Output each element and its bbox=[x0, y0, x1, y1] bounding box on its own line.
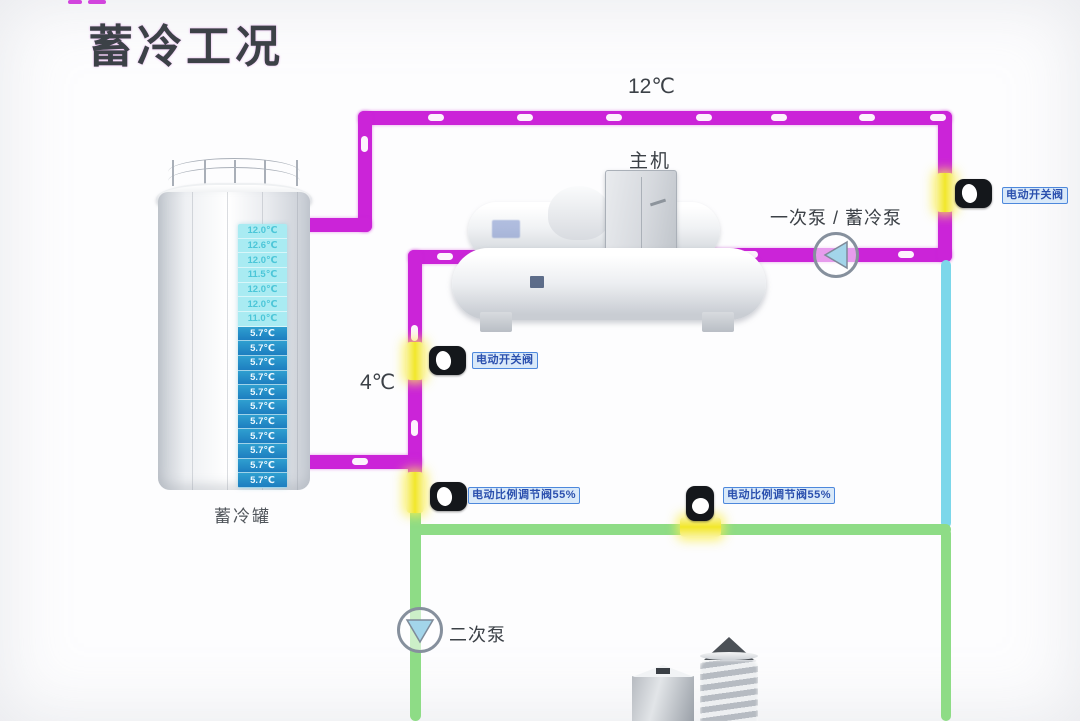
cropped-text-mark bbox=[88, 0, 106, 4]
flow-arrow bbox=[771, 114, 787, 121]
pipe-supply-top bbox=[358, 111, 952, 125]
pipe-tank-top-inlet bbox=[303, 218, 372, 232]
tank-temp-reading: 5.7℃ bbox=[238, 444, 287, 459]
toggle-right-switch-valve[interactable] bbox=[955, 179, 992, 208]
tank-temp-reading: 11.5℃ bbox=[238, 268, 287, 283]
tank-label: 蓄冷罐 bbox=[214, 507, 271, 526]
return-temp-label: 4℃ bbox=[360, 371, 396, 394]
toggle-return-regulating-valve[interactable] bbox=[686, 486, 714, 521]
tank-temp-reading: 5.7℃ bbox=[238, 356, 287, 371]
pump-impeller-icon bbox=[823, 240, 848, 270]
valve-left-regulating[interactable] bbox=[406, 472, 424, 513]
chiller-brand-marking bbox=[492, 220, 520, 238]
flow-arrow bbox=[428, 114, 444, 121]
flow-arrow bbox=[898, 251, 914, 258]
valve-label-left-regulating: 电动比例调节阀55% bbox=[468, 487, 581, 505]
flow-arrow bbox=[411, 325, 418, 341]
valve-middle-switch[interactable] bbox=[406, 342, 424, 380]
valve-label-middle: 电动开关阀 bbox=[472, 352, 538, 370]
flow-arrow bbox=[859, 114, 875, 121]
chiller-lower-barrel bbox=[452, 248, 766, 320]
chiller-compressor-dome bbox=[548, 186, 610, 240]
toggle-left-regulating-valve[interactable] bbox=[430, 482, 467, 511]
flow-arrow bbox=[437, 253, 453, 260]
cooling-equipment-ribbed-column bbox=[700, 637, 758, 721]
flow-arrow bbox=[696, 114, 712, 121]
tank-temp-reading: 5.7℃ bbox=[238, 458, 287, 474]
flow-arrow bbox=[517, 114, 533, 121]
flow-arrow bbox=[361, 136, 368, 152]
secondary-pump[interactable] bbox=[397, 607, 443, 653]
tank-panel-seams bbox=[158, 192, 310, 490]
tank-top-railing bbox=[168, 158, 300, 188]
valve-return-regulating[interactable] bbox=[680, 517, 721, 537]
tank-temp-reading: 12.0℃ bbox=[238, 282, 287, 298]
flow-arrow bbox=[411, 420, 418, 436]
tank-temp-reading: 5.7℃ bbox=[238, 370, 287, 386]
pipe-supply-left-riser bbox=[358, 111, 372, 232]
chiller-label: 主机 bbox=[629, 151, 672, 172]
pipe-chilled-right-drop bbox=[941, 260, 951, 528]
pump-impeller-icon bbox=[405, 619, 435, 644]
chiller-leg bbox=[480, 312, 512, 332]
flow-arrow bbox=[606, 114, 622, 121]
valve-label-right: 电动开关阀 bbox=[1002, 187, 1068, 205]
tank-temp-reading: 11.0℃ bbox=[238, 312, 287, 327]
tank-temp-reading: 5.7℃ bbox=[238, 429, 287, 445]
primary-pump[interactable] bbox=[813, 232, 859, 278]
tank-temp-reading: 12.0℃ bbox=[238, 297, 287, 313]
page-title: 蓄冷工况 bbox=[88, 21, 285, 72]
tank-temp-reading: 5.7℃ bbox=[238, 385, 287, 401]
tank-temp-reading: 5.7℃ bbox=[238, 473, 287, 488]
tank-temp-reading: 5.7℃ bbox=[238, 341, 287, 357]
tank-temp-reading: 5.7℃ bbox=[238, 414, 287, 430]
storage-tank bbox=[158, 192, 310, 490]
primary-pump-label: 一次泵 / 蓄冷泵 bbox=[770, 208, 903, 228]
tank-temp-reading: 5.7℃ bbox=[238, 400, 287, 415]
flow-arrow bbox=[352, 458, 368, 465]
tank-temp-reading: 12.0℃ bbox=[238, 224, 287, 239]
tank-temp-reading: 12.0℃ bbox=[238, 253, 287, 269]
flow-arrow bbox=[930, 114, 946, 121]
chiller-unit bbox=[450, 160, 770, 335]
valve-right-switch[interactable] bbox=[936, 173, 954, 212]
chiller-leg bbox=[702, 312, 734, 332]
secondary-pump-label: 二次泵 bbox=[449, 625, 506, 645]
chiller-logo bbox=[530, 276, 544, 288]
tank-temp-reading: 5.7℃ bbox=[238, 326, 287, 342]
cooling-equipment-prism bbox=[632, 665, 694, 721]
cropped-text-mark bbox=[68, 0, 82, 4]
pipe-return-right-drop bbox=[941, 528, 951, 721]
tank-temp-reading: 12.6℃ bbox=[238, 238, 287, 254]
valve-label-return-regulating: 电动比例调节阀55% bbox=[723, 487, 836, 505]
supply-temp-label: 12℃ bbox=[628, 75, 675, 98]
toggle-middle-switch-valve[interactable] bbox=[429, 346, 466, 375]
